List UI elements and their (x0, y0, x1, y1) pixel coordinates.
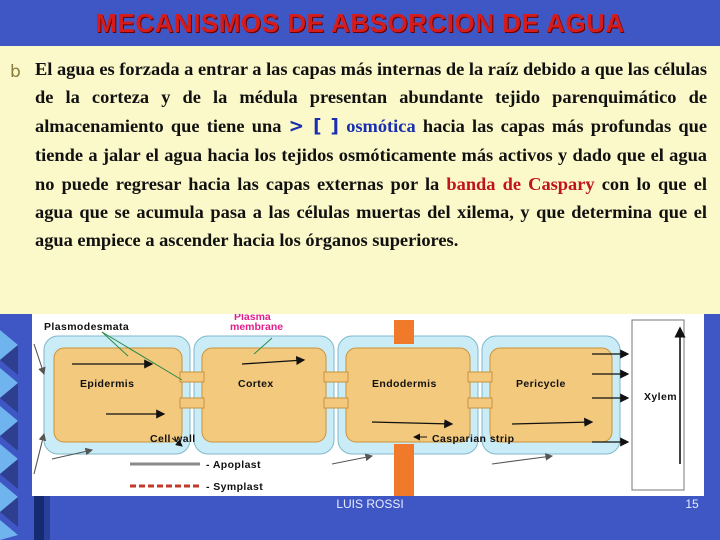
pressure-symbol: > [ ] (288, 115, 339, 137)
epidermis-cell (53, 347, 183, 443)
cortex-cell (201, 347, 327, 443)
label-plasma-membrane-1: Plasma (234, 314, 271, 323)
page-number: 15 (685, 497, 699, 511)
legend-symplast: - Symplast (206, 481, 263, 493)
endodermis-cell (345, 347, 471, 443)
label-cortex: Cortex (238, 378, 274, 390)
label-endodermis: Endodermis (372, 378, 437, 390)
body-text-part-3: con lo que el agua que se acumula pasa a… (35, 173, 707, 251)
casparian-strip (394, 320, 414, 344)
bullet-icon: b (10, 62, 21, 82)
body-paragraph: El agua es forzada a entrar a las capas … (35, 55, 707, 255)
caspary-term: banda de Caspary (446, 173, 595, 194)
label-plasmodesmata: Plasmodesmata (44, 321, 129, 333)
slide-title: MECANISMOS DE ABSORCION DE AGUA (95, 8, 625, 38)
body-text-part-2: hacia las capas más profundas que tiende… (35, 115, 707, 194)
diagram-svg: Plasmodesmata Plasma membrane Epidermis … (33, 314, 686, 496)
xylem-vessel (631, 319, 685, 491)
label-plasma-membrane-2: membrane (230, 321, 283, 333)
osmotic-term: osmótica (346, 115, 416, 136)
label-casparian-strip: Casparian strip (432, 433, 514, 445)
root-transport-diagram: Plasmodesmata Plasma membrane Epidermis … (32, 314, 704, 496)
legend-apoplast: - Apoplast (206, 459, 261, 471)
label-xylem: Xylem (644, 391, 677, 403)
label-cell-wall: Cell wall (150, 433, 196, 445)
label-pericycle: Pericycle (516, 378, 566, 390)
body-text-part-1: El agua es forzada a entrar a las capas … (35, 59, 707, 136)
pericycle-cell (489, 347, 613, 443)
text-panel: b El agua es forzada a entrar a las capa… (0, 46, 720, 314)
label-epidermis: Epidermis (80, 378, 134, 390)
footer-author: LUIS ROSSI (336, 497, 404, 511)
